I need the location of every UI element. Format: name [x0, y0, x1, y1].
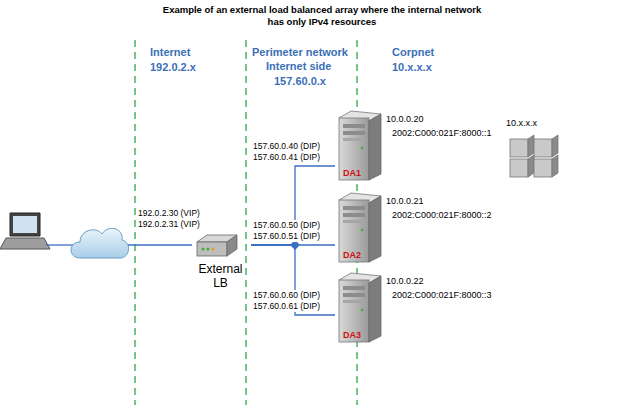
network-link	[251, 166, 335, 245]
server-da: DA3	[335, 270, 383, 346]
laptop-icon	[0, 213, 50, 249]
network-wire	[128, 244, 192, 245]
shape-part	[13, 216, 37, 233]
vip-address: 192.0.2.31 (VIP)	[137, 219, 201, 230]
zone-divider	[245, 40, 246, 405]
shape-part	[212, 248, 215, 251]
zone-label: Internet	[150, 46, 190, 59]
shape-part	[202, 248, 205, 251]
shape-part	[510, 159, 528, 177]
shape-part	[361, 309, 364, 312]
shape-part	[343, 131, 365, 135]
shape-part	[361, 229, 364, 232]
server-name: DA2	[343, 250, 361, 260]
shape-part	[369, 276, 381, 342]
dip-address: 157.60.0.60 (DIP)	[252, 290, 321, 301]
shape-part	[510, 139, 528, 157]
dip-address: 157.60.0.40 (DIP)	[252, 141, 321, 152]
shape-part	[343, 124, 365, 128]
load-balancer-icon	[195, 232, 239, 260]
shape-part	[0, 238, 50, 249]
network-wire	[46, 244, 74, 245]
diagram-title: Example of an external load balanced arr…	[162, 4, 482, 28]
shape-part	[361, 147, 364, 150]
shape-part	[339, 280, 369, 342]
zone-label: Corpnet	[392, 46, 434, 59]
shape-part	[10, 213, 40, 236]
server-name: DA3	[343, 330, 361, 340]
shape-part	[528, 155, 534, 177]
shape-part	[343, 213, 365, 217]
zone-label: Perimeter network	[252, 46, 348, 59]
shape-part	[534, 139, 552, 157]
shape-part	[197, 242, 227, 256]
zone-address: 10.x.x.x	[392, 61, 432, 74]
shape-part	[528, 135, 534, 157]
shape-part	[343, 206, 365, 210]
shape-part	[369, 196, 381, 262]
zone-address: 157.60.0.x	[274, 75, 326, 88]
shape-part	[227, 235, 237, 256]
network-link	[251, 245, 335, 315]
ipv4-address: 10.0.0.21	[386, 196, 424, 207]
group-label: 10.x.x.x	[506, 118, 568, 129]
shape-part	[369, 114, 381, 180]
server-stack: 10.x.x.x	[506, 118, 568, 182]
shape-part	[343, 300, 365, 303]
dip-address: 157.60.0.41 (DIP)	[252, 152, 321, 163]
zone-label: Internet side	[266, 60, 331, 73]
ipv6-address: 2002:C000:021F:8000::3	[392, 290, 492, 301]
server-name: DA1	[343, 168, 361, 178]
shape-part	[343, 293, 365, 297]
dip-address: 157.60.0.50 (DIP)	[252, 220, 321, 231]
server-da: DA1	[335, 108, 383, 184]
shape-part	[552, 135, 558, 157]
load-balancer: External LB	[190, 232, 251, 294]
server-da: DA2	[335, 190, 383, 266]
vip-address: 192.0.2.30 (VIP)	[137, 208, 201, 219]
shape-part	[339, 200, 369, 262]
device-label: External LB	[190, 262, 251, 290]
shape-part	[343, 220, 365, 223]
shape-part	[343, 286, 365, 290]
ipv6-address: 2002:C000:021F:8000::2	[392, 210, 492, 221]
shape-part	[207, 248, 210, 251]
zone-divider	[134, 40, 135, 405]
zone-address: 192.0.2.x	[150, 61, 196, 74]
dip-address: 157.60.0.61 (DIP)	[252, 301, 321, 312]
dip-address: 157.60.0.51 (DIP)	[252, 231, 321, 242]
shape-part	[339, 118, 369, 180]
ipv4-address: 10.0.0.20	[386, 114, 424, 125]
shape-part	[343, 138, 365, 141]
cloud-icon	[71, 228, 129, 258]
shape-part	[534, 159, 552, 177]
shape-part	[510, 135, 558, 177]
ipv6-address: 2002:C000:021F:8000::1	[392, 128, 492, 139]
ipv4-address: 10.0.0.22	[386, 276, 424, 287]
server-stack-icon	[508, 133, 560, 181]
shape-part	[552, 155, 558, 177]
